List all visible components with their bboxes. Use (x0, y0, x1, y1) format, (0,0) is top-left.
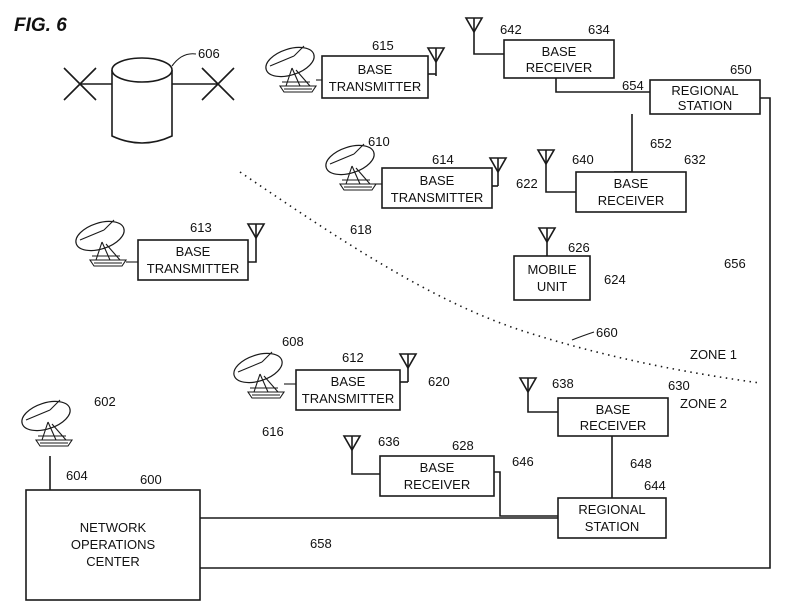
base-transmitter-615-line1: BASE (358, 62, 393, 77)
ref-628: 628 (452, 438, 474, 453)
antenna-icon (520, 378, 536, 406)
ref-658: 658 (310, 536, 332, 551)
noc-line2: OPERATIONS (71, 537, 156, 552)
base-transmitter-614-line2: TRANSMITTER (391, 190, 483, 205)
ref-656: 656 (724, 256, 746, 271)
ref-648: 648 (630, 456, 652, 471)
ref-642: 642 (500, 22, 522, 37)
ref-612: 612 (342, 350, 364, 365)
ref-646: 646 (512, 454, 534, 469)
regional-station-650-line2: STATION (678, 98, 732, 113)
antenna-icon (248, 224, 264, 252)
ref-626: 626 (568, 240, 590, 255)
ref-650: 650 (730, 62, 752, 77)
zone-2-label: ZONE 2 (680, 396, 727, 411)
base-transmitter-613-line2: TRANSMITTER (147, 261, 239, 276)
ref-660: 660 (596, 325, 618, 340)
ref-610: 610 (368, 134, 390, 149)
base-transmitter-615-line2: TRANSMITTER (329, 79, 421, 94)
ref-622: 622 (516, 176, 538, 191)
antenna-icon (400, 354, 416, 382)
ref-608: 608 (282, 334, 304, 349)
base-receiver-634-line2: RECEIVER (526, 60, 592, 75)
satellite-dish-icon (262, 42, 318, 92)
antenna-icon (428, 48, 444, 76)
noc-line1: NETWORK (80, 520, 147, 535)
base-receiver-634-line1: BASE (542, 44, 577, 59)
base-receiver-632-line2: RECEIVER (598, 193, 664, 208)
ref-614: 614 (432, 152, 454, 167)
ref-604: 604 (66, 468, 88, 483)
ref-638: 638 (552, 376, 574, 391)
ref-620: 620 (428, 374, 450, 389)
ref-636: 636 (378, 434, 400, 449)
ref-618: 618 (350, 222, 372, 237)
antenna-icon (539, 228, 555, 256)
ref-640: 640 (572, 152, 594, 167)
regional-station-644-line2: STATION (585, 519, 639, 534)
regional-station-644-line1: REGIONAL (578, 502, 645, 517)
satellite-dish-icon (230, 348, 286, 398)
base-transmitter-612-line2: TRANSMITTER (302, 391, 394, 406)
ref-634: 634 (588, 22, 610, 37)
ref-615: 615 (372, 38, 394, 53)
base-transmitter-612-line1: BASE (331, 374, 366, 389)
antenna-icon (538, 150, 554, 178)
regional-station-650-line1: REGIONAL (671, 83, 738, 98)
satellite-dish-icon (18, 396, 74, 446)
base-transmitter-614-line1: BASE (420, 173, 455, 188)
ref-632: 632 (684, 152, 706, 167)
base-receiver-628-line2: RECEIVER (404, 477, 470, 492)
zone-1-label: ZONE 1 (690, 347, 737, 362)
ref-613: 613 (190, 220, 212, 235)
figure-label: FIG. 6 (14, 15, 67, 36)
mobile-unit-624-line1: MOBILE (527, 262, 576, 277)
ref-652: 652 (650, 136, 672, 151)
ref-606: 606 (198, 46, 220, 61)
ref-630: 630 (668, 378, 690, 393)
base-receiver-630-line2: RECEIVER (580, 418, 646, 433)
mobile-unit-624-line2: UNIT (537, 279, 567, 294)
ref-624: 624 (604, 272, 626, 287)
antenna-icon (344, 436, 360, 464)
ref-654: 654 (622, 78, 644, 93)
base-receiver-632-line1: BASE (614, 176, 649, 191)
database-icon (64, 54, 234, 143)
base-receiver-630-line1: BASE (596, 402, 631, 417)
ref-616: 616 (262, 424, 284, 439)
ref-600: 600 (140, 472, 162, 487)
ref-602: 602 (94, 394, 116, 409)
ref-644: 644 (644, 478, 666, 493)
base-receiver-628-line1: BASE (420, 460, 455, 475)
antenna-icon (466, 18, 482, 46)
base-transmitter-613-line1: BASE (176, 244, 211, 259)
noc-line3: CENTER (86, 554, 139, 569)
satellite-dish-icon (72, 216, 128, 266)
